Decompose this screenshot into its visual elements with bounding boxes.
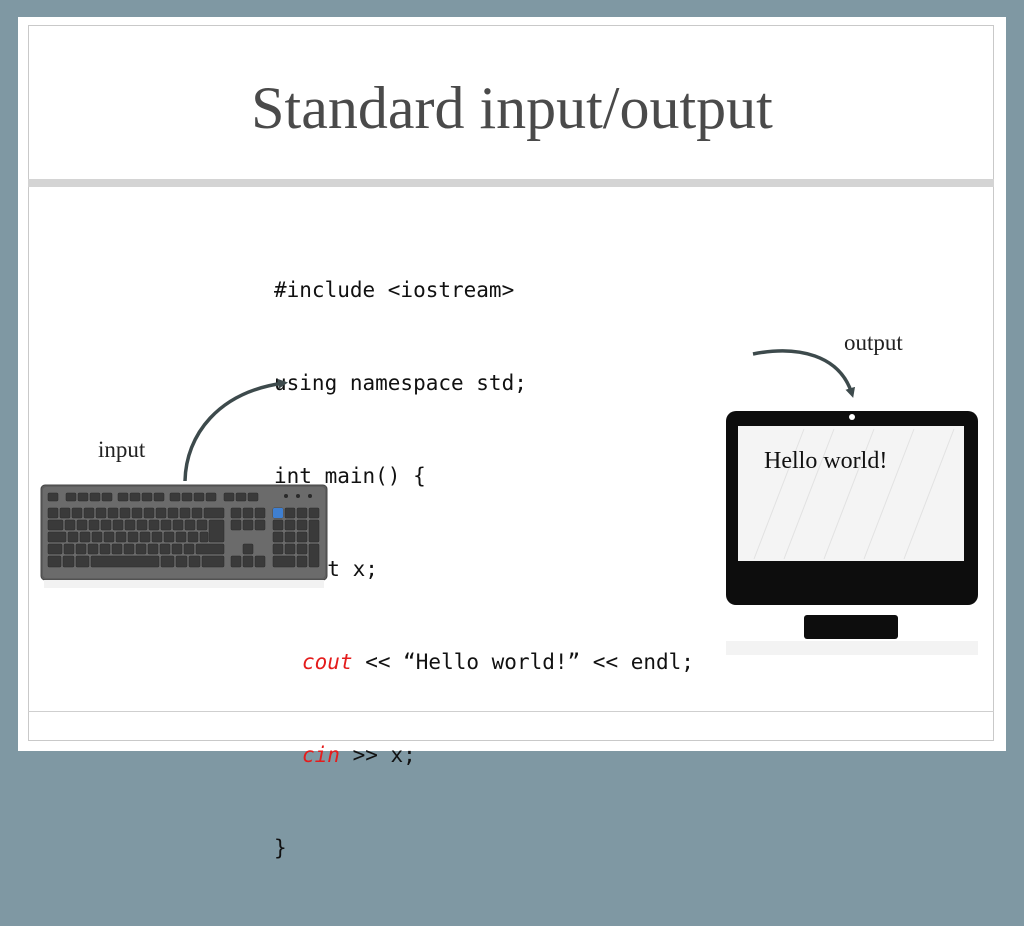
slide-frame: [28, 25, 994, 741]
code-line-close: }: [274, 836, 287, 860]
monitor-icon: [726, 411, 978, 655]
code-line-cin: cin >> x;: [274, 740, 694, 771]
input-label: input: [98, 437, 146, 462]
input-arrow: [183, 378, 288, 482]
keyboard-icon: [40, 484, 328, 588]
code-line-cout: cout << “Hello world!” << endl;: [274, 647, 694, 678]
cout-statement: << “Hello world!” << endl;: [352, 650, 694, 674]
code-line-namespace: using namespace std;: [274, 371, 527, 395]
output-label: output: [844, 330, 903, 355]
arrows: [183, 349, 856, 482]
cin-statement: >> x;: [339, 743, 416, 767]
code-line-main: int main() {: [274, 464, 426, 488]
output-arrow: [752, 349, 856, 398]
monitor-screen-text: Hello world!: [764, 448, 888, 474]
title-divider: [28, 179, 994, 187]
bottom-divider: [28, 711, 994, 712]
cin-keyword: cin: [302, 743, 340, 767]
code-line-include: #include <iostream>: [274, 278, 515, 302]
slide: Standard input/output #include <iostream…: [18, 17, 1006, 860]
slide-title: Standard input/output: [251, 75, 773, 141]
cout-keyword: cout: [302, 650, 353, 674]
code-block: #include <iostream> using namespace std;…: [274, 213, 694, 926]
